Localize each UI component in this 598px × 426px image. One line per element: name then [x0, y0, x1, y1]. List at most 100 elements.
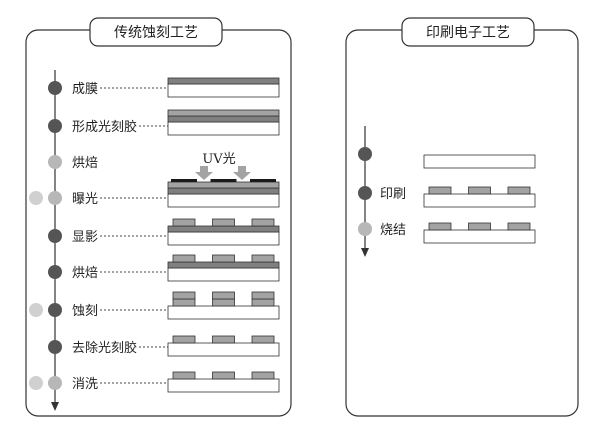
- substrate-layer: [167, 83, 280, 98]
- patterned-film-block: [212, 298, 235, 307]
- patterned-resist-block: [251, 291, 275, 300]
- uv-arrow-right: [233, 166, 251, 180]
- step-label: 烘焙: [72, 156, 98, 171]
- substrate-layer: [167, 342, 280, 357]
- repeat-marker-dot: [29, 191, 43, 205]
- metal-film-layer: [167, 77, 280, 85]
- printed-title: 印刷电子工艺: [426, 25, 510, 41]
- step-label: 显影: [72, 230, 98, 245]
- step-label: 形成光刻胶: [72, 119, 137, 135]
- layer-stack: [167, 371, 280, 393]
- patterned-resist-block: [212, 291, 235, 300]
- patterned-film-block: [251, 335, 275, 344]
- step-dot: [358, 222, 372, 236]
- substrate-layer: [167, 231, 280, 246]
- photomask-block: [171, 179, 197, 182]
- patterned-film-block: [468, 222, 491, 231]
- step-label: 烘焙: [72, 266, 98, 281]
- step-dot: [48, 340, 62, 354]
- step-dot: [48, 155, 62, 169]
- patterned-resist-block: [172, 218, 196, 227]
- substrate-layer: [167, 305, 280, 320]
- step-dot: [48, 81, 62, 95]
- substrate-layer: [167, 378, 280, 393]
- traditional-step: 烘焙: [48, 254, 280, 282]
- patterned-film-block: [507, 222, 531, 231]
- traditional-step: 蚀刻: [29, 291, 280, 320]
- step-dot: [48, 191, 62, 205]
- step-dot: [358, 186, 372, 200]
- step-label: 消洗: [72, 377, 98, 392]
- traditional-title-box: [89, 17, 223, 47]
- layer-stack: [167, 254, 280, 282]
- step-label: 成膜: [72, 82, 98, 97]
- step-label: 曝光: [72, 192, 98, 207]
- layer-stack: [167, 218, 280, 246]
- step-label: 印刷: [380, 187, 406, 202]
- printed-title-box: [401, 17, 535, 47]
- step-label: 去除光刻胶: [72, 340, 137, 356]
- traditional-step: 显影: [48, 218, 280, 246]
- layer-stack: [167, 335, 280, 357]
- uv-exposure: UV光: [195, 152, 251, 180]
- metal-film-layer: [167, 225, 280, 233]
- traditional-step: 烘焙: [48, 155, 98, 171]
- patterned-resist-block: [172, 254, 196, 263]
- patterned-resist-block: [251, 254, 275, 263]
- substrate-layer: [423, 229, 536, 244]
- traditional-step: 形成光刻胶: [48, 109, 280, 136]
- step-dot: [48, 376, 62, 390]
- patterned-film-block: [468, 186, 491, 195]
- substrate-layer: [167, 193, 280, 208]
- step-dot: [48, 119, 62, 133]
- uv-label: UV光: [202, 152, 235, 167]
- traditional-step: 成膜: [48, 77, 280, 98]
- step-dot: [48, 265, 62, 279]
- patterned-resist-block: [251, 218, 275, 227]
- patterned-film-block: [212, 371, 235, 380]
- printed-step: 印刷: [358, 186, 536, 208]
- photomask-block: [210, 179, 237, 182]
- uv-arrow-left: [195, 166, 213, 180]
- patterned-resist-block: [212, 218, 235, 227]
- traditional-timeline-arrowhead: [51, 402, 59, 411]
- layer-stack: [423, 154, 536, 169]
- repeat-marker-dot: [29, 376, 43, 390]
- patterned-film-block: [251, 298, 275, 307]
- layer-stack: [167, 109, 280, 136]
- patterned-film-block: [507, 186, 531, 195]
- metal-film-layer: [167, 187, 280, 195]
- printed-step: [358, 147, 536, 169]
- traditional-step: 曝光: [29, 179, 280, 208]
- patterned-film-block: [172, 371, 196, 380]
- patterned-film-block: [428, 222, 452, 231]
- metal-film-layer: [167, 261, 280, 269]
- layer-stack: [167, 179, 280, 208]
- repeat-marker-dot: [29, 303, 43, 317]
- layer-stack: [423, 222, 536, 244]
- step-dot: [48, 229, 62, 243]
- traditional-title: 传统蚀刻工艺: [114, 25, 198, 41]
- patterned-film-block: [251, 371, 275, 380]
- photomask-block: [250, 179, 276, 182]
- substrate-layer: [167, 121, 280, 136]
- printed-timeline-arrowhead: [361, 248, 369, 257]
- step-label: 蚀刻: [72, 304, 98, 319]
- step-dot: [358, 147, 372, 161]
- substrate-layer: [167, 267, 280, 282]
- patterned-resist-block: [212, 254, 235, 263]
- layer-stack: [423, 186, 536, 208]
- layer-stack: [167, 77, 280, 98]
- patterned-film-block: [212, 335, 235, 344]
- photoresist-layer: [167, 109, 280, 117]
- substrate-layer: [423, 193, 536, 208]
- traditional-step: 消洗: [29, 371, 280, 393]
- layer-stack: [167, 291, 280, 320]
- step-label: 烧结: [380, 223, 406, 238]
- patterned-film-block: [172, 335, 196, 344]
- step-dot: [48, 303, 62, 317]
